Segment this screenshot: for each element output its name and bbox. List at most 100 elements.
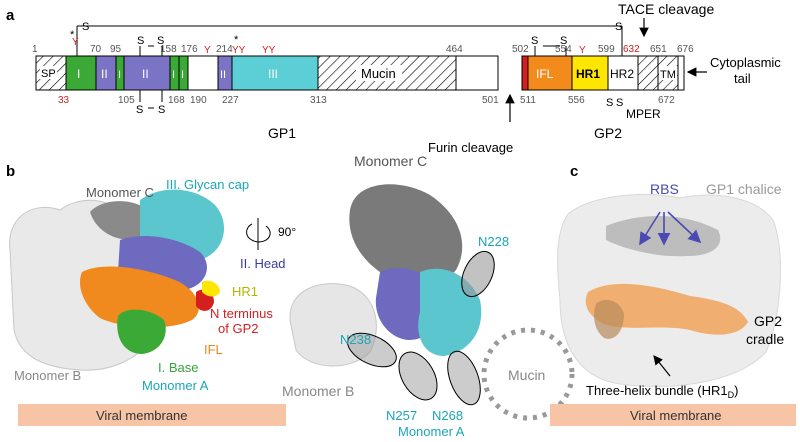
domain-iii-label: III (268, 67, 278, 81)
post-mucin-segment (455, 55, 499, 91)
pos-554: 554 (555, 44, 572, 55)
three-helix-label: Three-helix bundle (HR1D) (586, 383, 738, 400)
pos-313: 313 (310, 95, 327, 106)
domain-i-label-d: I (181, 69, 184, 81)
pos-214: 214 (216, 44, 233, 55)
hr1-bar-label: HR1 (576, 67, 600, 81)
cyto-label-1: Cytoplasmic (710, 55, 781, 70)
positions-top: 1 70 95 158 176 214 464 502 554 599 651 … (32, 44, 694, 55)
panel-label-a: a (6, 7, 15, 24)
furin-label: Furin cleavage (428, 140, 513, 155)
rotation-label: 90° (278, 225, 296, 239)
pos-464: 464 (446, 44, 463, 55)
positions-bottom: 105 168 190 227 313 501 511 556 672 (118, 95, 675, 106)
pos-632: 632 (623, 44, 640, 55)
mper-segment (637, 55, 659, 91)
pos-672: 672 (658, 95, 675, 106)
pos-1: 1 (32, 44, 38, 55)
three-helix-text: Three-helix bundle (HR1 (586, 383, 728, 398)
three-helix-subscript: D (728, 390, 735, 400)
ss-bottom-left: S (136, 104, 143, 116)
base-label: I. Base (158, 360, 198, 375)
hr1-segment (571, 55, 609, 91)
cyto-label-2: tail (734, 71, 751, 86)
pos-511: 511 (520, 95, 536, 106)
pos-227: 227 (222, 95, 239, 106)
viral-membrane-label-b: Viral membrane (96, 408, 188, 423)
gap-segment (187, 55, 219, 91)
tm-label: TM (660, 69, 676, 81)
ss-bottom-right: S (158, 104, 165, 116)
domain-ii-label-b: II (142, 67, 149, 81)
glycan-cap-label: III. Glycan cap (166, 177, 249, 192)
ifl-segment (527, 55, 573, 91)
rotation-icon (246, 218, 271, 250)
gp1-chalice-label: GP1 chalice (706, 181, 782, 197)
disulfide-top-gp2 (534, 45, 567, 56)
tace-label: TACE cleavage (618, 1, 714, 17)
gp2-label: GP2 (594, 125, 622, 141)
domain-i-segment (65, 55, 97, 91)
hr2-bar-label: HR2 (610, 67, 634, 81)
pos-95: 95 (110, 44, 122, 55)
y-label-2: Y (204, 45, 211, 56)
ss-gp2-left: S (531, 35, 538, 47)
fusion-peptide-segment (521, 55, 529, 91)
pos-599: 599 (598, 44, 615, 55)
domain-bar: SP I II I II I I II III Mucin IFL HR1 HR… (35, 55, 685, 91)
domain-ii-segment-b (123, 55, 171, 91)
ss-top-right: S (615, 21, 622, 33)
y-label-3: Y (579, 45, 586, 56)
ss-top-left: S (82, 21, 89, 33)
pos-168: 168 (168, 95, 185, 106)
star-1: * (70, 29, 75, 41)
pos-502: 502 (512, 44, 529, 55)
disulfide-long (76, 25, 623, 56)
mucin-label-bg (356, 65, 402, 81)
pos-651: 651 (650, 44, 667, 55)
rbs-label: RBS (650, 181, 679, 197)
head-label: II. Head (240, 256, 286, 271)
ss-gp2-right: S (560, 35, 567, 47)
mucin-circle-label: Mucin (508, 367, 545, 383)
hr2-segment (607, 55, 639, 91)
disulfide-bottom-ii (139, 90, 163, 109)
n268-label: N268 (432, 408, 463, 423)
domain-i-label: I (77, 67, 80, 81)
gp1-label: GP1 (268, 125, 296, 141)
yy-label-2: YY (262, 45, 276, 56)
monomer-b-left: Monomer B (14, 368, 81, 383)
domain-ii-label-c: II (220, 69, 226, 81)
gp2-cradle-label-1: GP2 (754, 313, 782, 329)
panel-label-b: b (6, 163, 15, 180)
pos-556: 556 (568, 95, 585, 106)
pos-501: 501 (482, 95, 499, 106)
ss-hr2-left: S (606, 97, 613, 109)
ifl-bar-label: IFL (536, 67, 554, 81)
sp-label-bg (40, 66, 57, 79)
y-label-1: Y (72, 37, 79, 48)
ss-ii-left: S (137, 35, 144, 47)
n238-label: N238 (340, 332, 371, 347)
pos-70: 70 (90, 44, 102, 55)
tm-label-bg (659, 66, 677, 80)
viral-membrane-bar-b (18, 404, 286, 426)
star-2: * (234, 34, 239, 46)
domain-i-label-c: I (172, 69, 175, 81)
panel-label-c: c (570, 163, 578, 180)
monomer-c-left: Monomer C (86, 185, 154, 200)
pos-105: 105 (118, 95, 135, 106)
n228-label: N228 (478, 234, 509, 249)
viral-membrane-label-c: Viral membrane (630, 408, 722, 423)
pos-33: 33 (58, 95, 70, 106)
structure-gp2-cradle (557, 194, 781, 387)
gp2-cradle-label-2: cradle (746, 331, 784, 347)
tail-segment (677, 55, 685, 91)
ss-hr2-right: S (616, 97, 623, 109)
structure-side-view (9, 189, 225, 371)
hr1-label: HR1 (232, 284, 258, 299)
mucin-label: Mucin (361, 66, 396, 81)
three-helix-arrow (653, 355, 671, 377)
rbs-arrows (639, 211, 702, 246)
